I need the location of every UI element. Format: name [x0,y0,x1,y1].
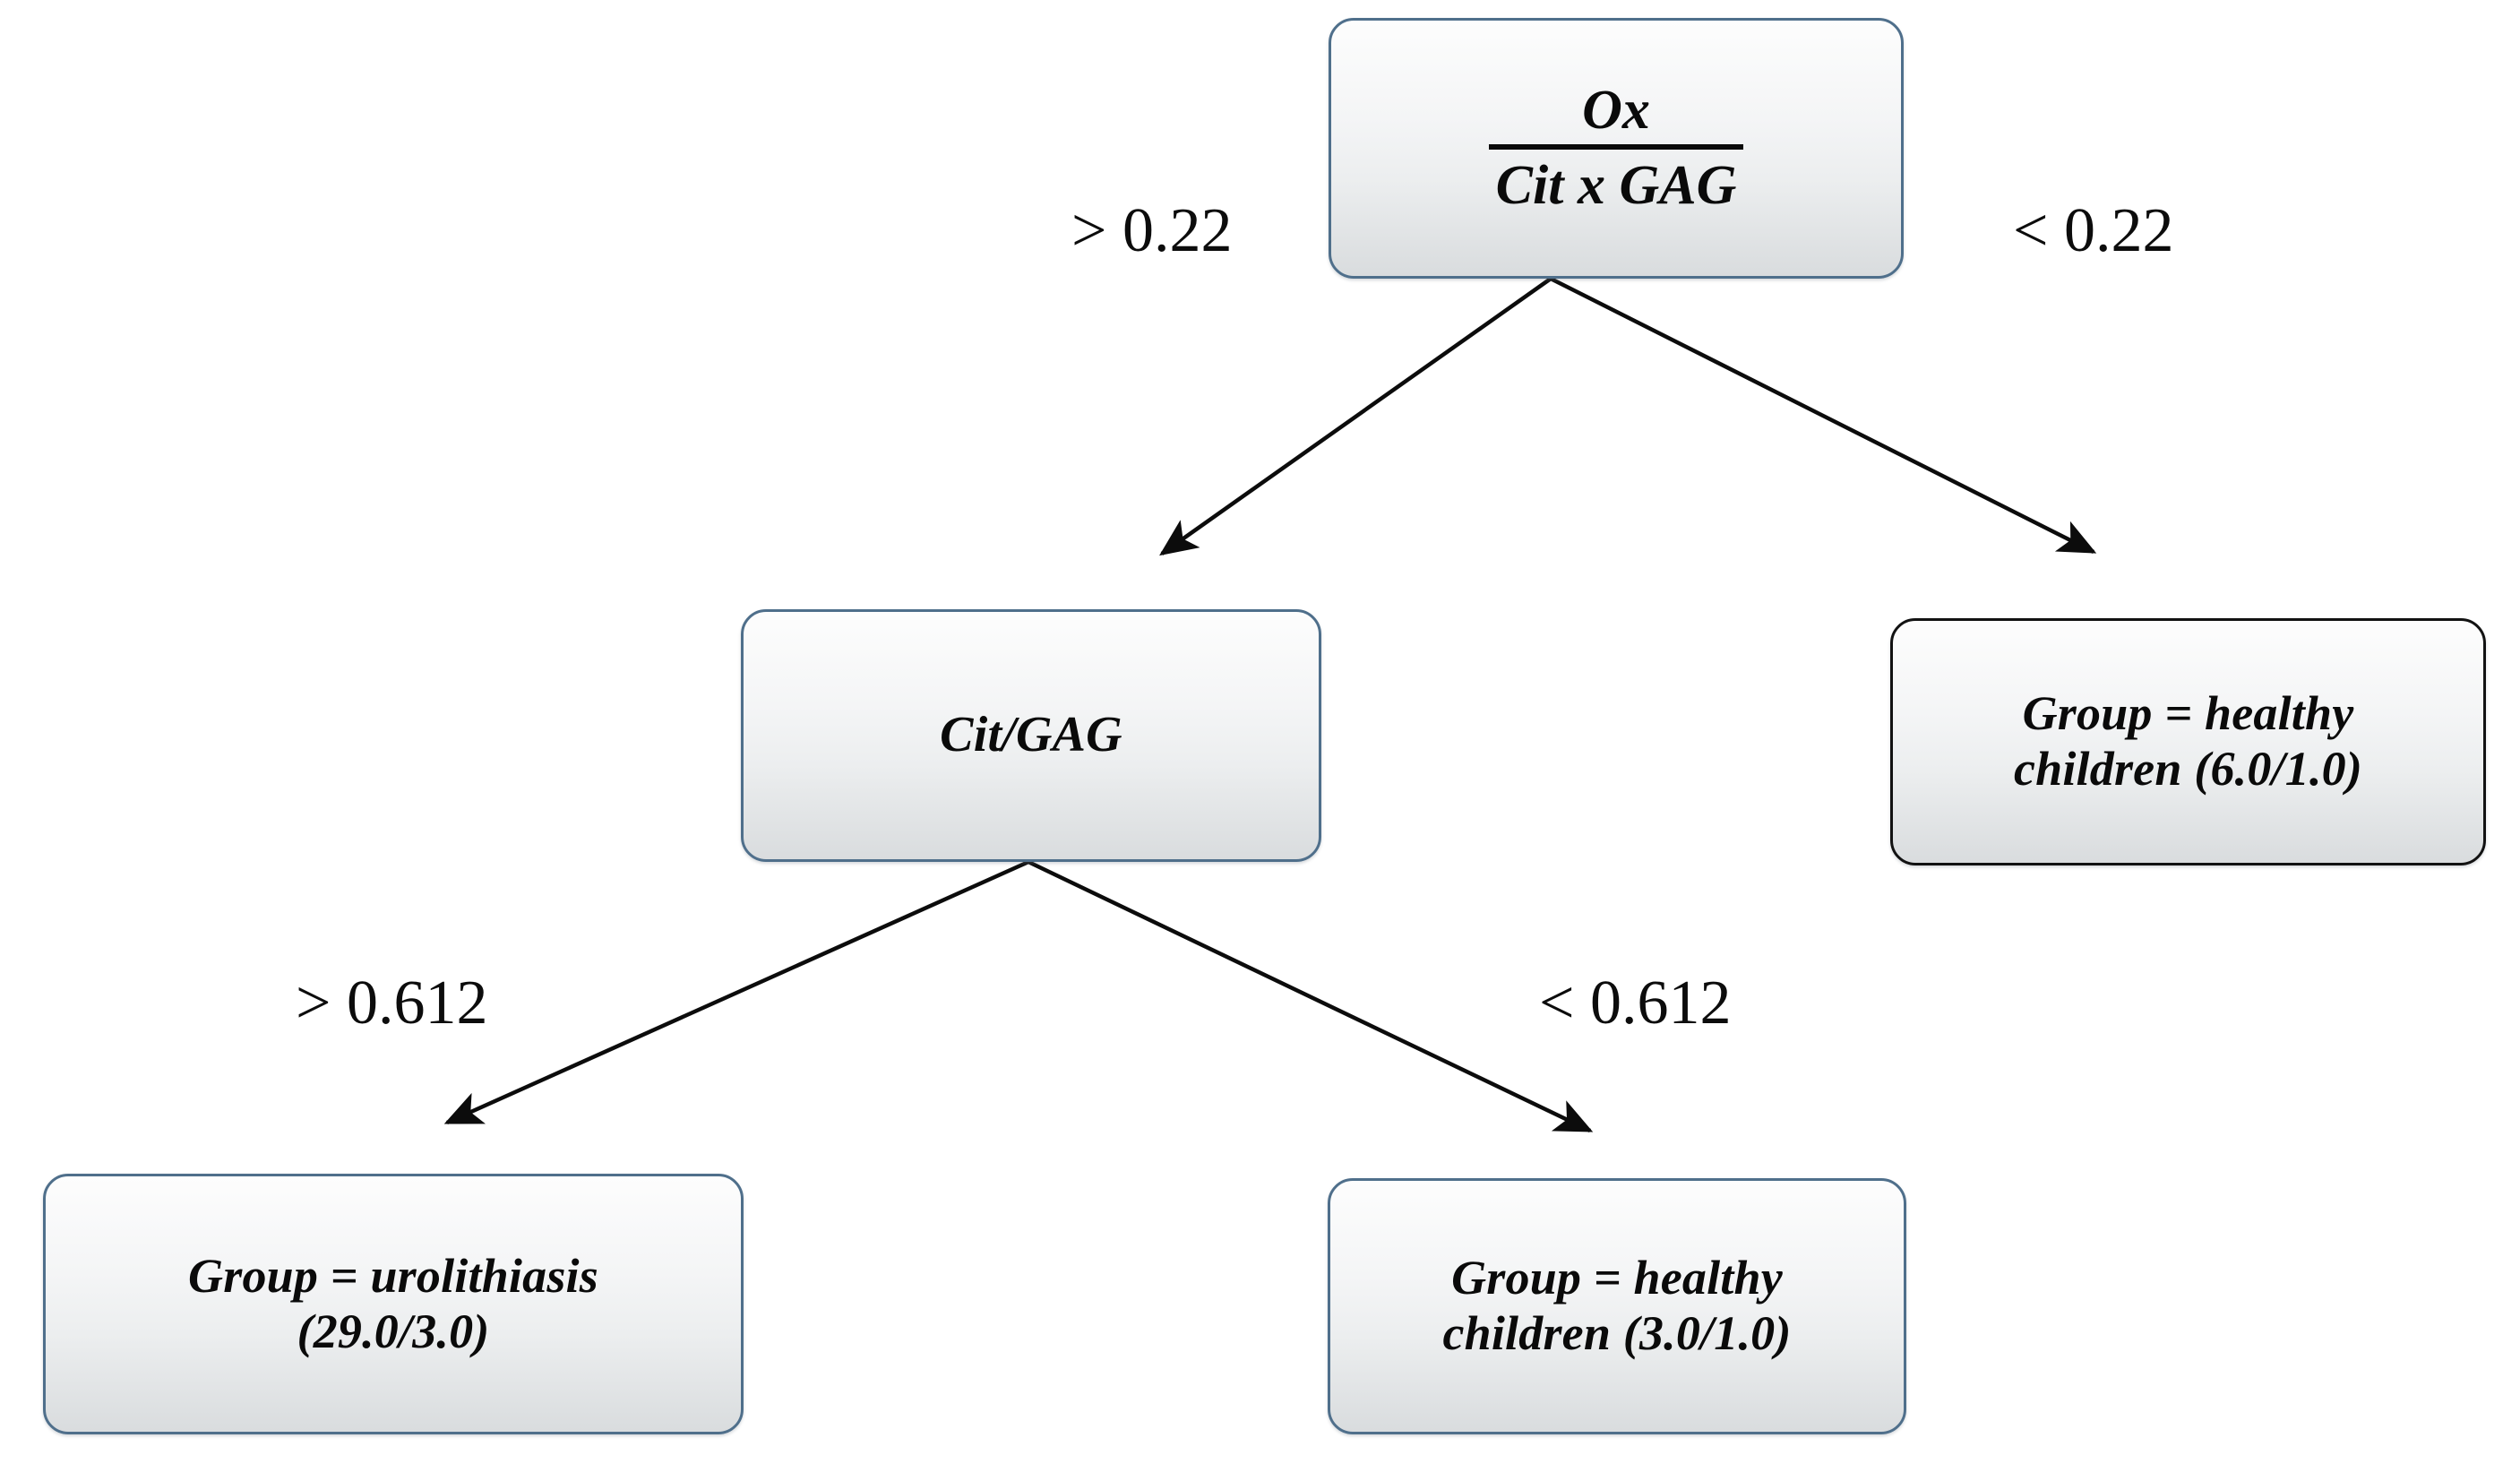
node-leaf-healthy-children-6[interactable]: Group = healthy children (6.0/1.0) [1890,618,2486,865]
leaf-urolithiasis-line2: (29.0/3.0) [297,1304,490,1358]
root-fraction: Ox Cit x GAG [1488,80,1744,216]
node-cit-gag[interactable]: Cit/GAG [741,609,1321,862]
edge-label-root-right: < 0.22 [2013,196,2174,265]
edge-label-root-left: > 0.22 [1071,196,1233,265]
root-fraction-denominator: Cit x GAG [1495,155,1737,216]
leaf-urolithiasis-line1: Group = urolithiasis [188,1248,598,1303]
leaf-healthy-3-label: Group = healthy children (3.0/1.0) [1426,1251,1807,1361]
leaf-urolithiasis-label: Group = urolithiasis (29.0/3.0) [172,1249,615,1359]
leaf-healthy-6-line1: Group = healthy [2022,686,2354,741]
edge-root-right [1549,276,2097,555]
node-root-ox-cit-gag[interactable]: Ox Cit x GAG [1329,18,1904,279]
root-fraction-numerator: Ox [1582,80,1650,142]
leaf-healthy-3-line2: children (3.0/1.0) [1442,1306,1792,1360]
leaf-healthy-6-line2: children (6.0/1.0) [2013,742,2363,796]
edge-root-left [1159,277,1552,556]
fraction-bar-icon [1488,144,1744,150]
leaf-healthy-6-label: Group = healthy children (6.0/1.0) [1998,686,2378,796]
leaf-healthy-3-line1: Group = healthy [1451,1251,1783,1305]
node-leaf-healthy-children-3[interactable]: Group = healthy children (3.0/1.0) [1328,1178,1906,1434]
cit-gag-label: Cit/GAG [940,707,1122,763]
edge-label-citgag-left: > 0.612 [296,969,488,1038]
edge-citgag-right [1028,859,1594,1133]
edge-label-citgag-right: < 0.612 [1539,969,1732,1038]
node-leaf-urolithiasis[interactable]: Group = urolithiasis (29.0/3.0) [43,1174,744,1434]
edge-citgag-left [443,859,1029,1125]
